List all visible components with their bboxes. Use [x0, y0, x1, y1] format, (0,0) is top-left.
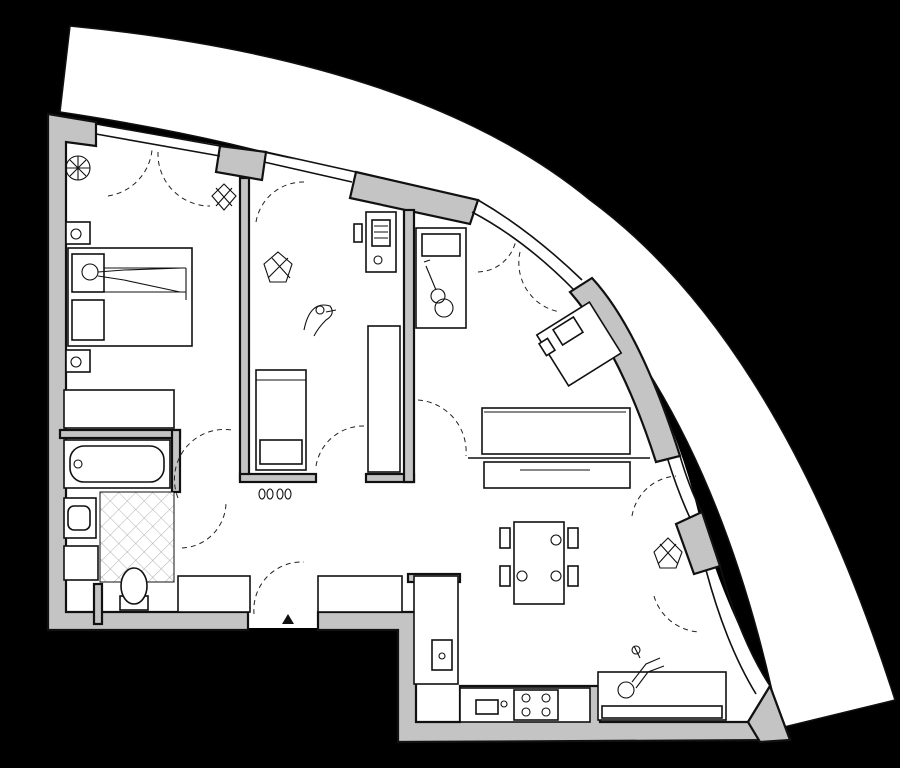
- sofa: [481, 407, 631, 455]
- washbasin-icon: [63, 497, 97, 539]
- hallway-wardrobe: [317, 575, 403, 613]
- dining-table: [499, 521, 579, 605]
- nightstand-bottom: [65, 349, 91, 373]
- bath-cabinet: [63, 545, 99, 581]
- toilet-icon: [119, 567, 149, 611]
- bathroom: [63, 439, 175, 611]
- plant-icon: [653, 537, 683, 569]
- wardrobe: [63, 389, 175, 429]
- guitar-icon: [423, 259, 454, 318]
- kitchen: [413, 575, 591, 723]
- door-swings: [107, 149, 701, 633]
- interior-walls: [58, 176, 462, 626]
- guest-room: [415, 227, 623, 387]
- nightstand-top: [65, 221, 91, 245]
- slippers-icon: [258, 488, 292, 500]
- sofa-bed-icon: [415, 227, 467, 329]
- shower-floor: [99, 491, 175, 583]
- entrance-arrow-icon: [282, 614, 294, 624]
- desk-with-laptop: [353, 211, 397, 273]
- study: [211, 183, 401, 500]
- hallway-cabinet: [177, 575, 251, 613]
- wardrobe: [367, 325, 401, 473]
- tv-cabinet: [468, 457, 650, 489]
- living-room: [468, 407, 727, 721]
- sink-icon: [431, 639, 453, 671]
- bathtub-icon: [63, 439, 171, 489]
- hallway: [177, 575, 403, 613]
- cooktop-icon: [513, 689, 559, 721]
- bedroom: [63, 155, 193, 429]
- cat-icon: [303, 304, 337, 337]
- plant-icon: [65, 155, 91, 181]
- plant-icon: [211, 183, 237, 211]
- single-bed-icon: [255, 369, 307, 471]
- lounge-chair-with-person: [597, 645, 727, 721]
- plant-icon: [263, 251, 293, 283]
- desk-with-laptop: [535, 301, 623, 387]
- window-glazing: [95, 123, 771, 695]
- cutting-board-icon: [475, 699, 508, 715]
- double-bed-icon: [67, 247, 193, 347]
